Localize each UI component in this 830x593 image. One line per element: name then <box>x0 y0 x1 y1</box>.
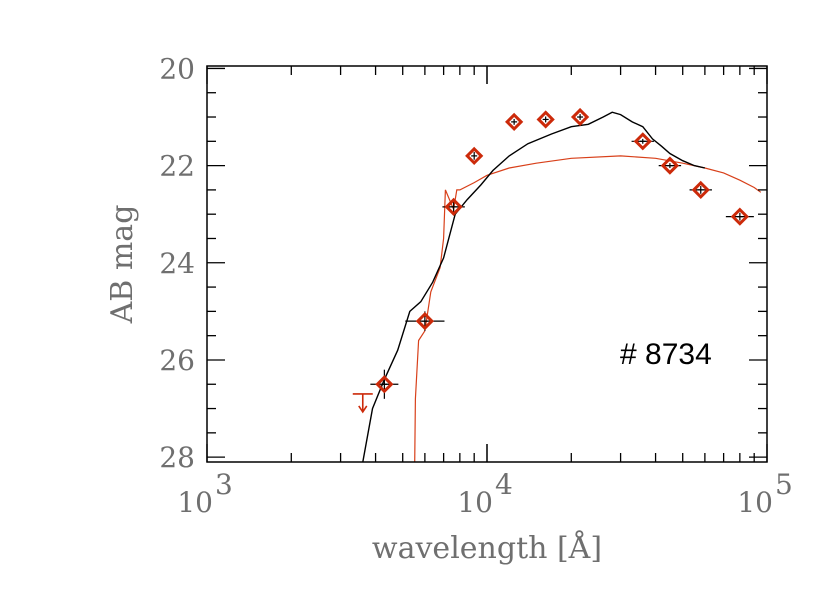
y-tick-label: 24 <box>159 247 195 280</box>
photometry-point <box>689 180 712 200</box>
diamond-marker <box>691 180 710 200</box>
x-tick-exponent: 4 <box>495 468 513 501</box>
object-id-annotation: # 8734 <box>620 338 712 371</box>
diamond-marker <box>415 311 435 331</box>
x-axis-title: wavelength [Å] <box>372 530 602 566</box>
y-tick-label: 26 <box>159 344 195 377</box>
diamond-marker <box>633 132 652 151</box>
diamond-marker <box>730 207 749 226</box>
upper-limit-arrowhead <box>358 405 368 414</box>
y-tick-label: 28 <box>159 441 195 474</box>
photometry-point <box>405 311 445 331</box>
photometry-point <box>465 146 484 166</box>
photometry-point <box>505 112 524 131</box>
photometry-point <box>536 110 555 129</box>
photometry-point <box>658 156 682 175</box>
diamond-marker <box>444 197 463 217</box>
diamond-marker <box>536 110 555 129</box>
photometry-points <box>352 107 754 414</box>
plot-frame <box>206 65 768 463</box>
axis-labels: AB mag wavelength [Å] # 8734 <box>105 205 712 566</box>
model-spectra <box>362 111 762 462</box>
diamond-marker <box>375 375 394 394</box>
model-spectrum-red <box>414 155 762 462</box>
y-tick-label: 20 <box>159 52 195 85</box>
photometry-point <box>631 132 654 151</box>
model-spectrum-black <box>362 111 706 462</box>
diamond-marker <box>570 107 590 127</box>
photometry-point <box>370 369 399 399</box>
photometry-point <box>570 107 590 127</box>
diamond-marker <box>660 156 680 175</box>
diamond-marker <box>465 146 484 166</box>
diamond-marker <box>505 112 524 131</box>
x-tick-exponent: 5 <box>775 468 793 501</box>
x-tick-label: 10 <box>177 486 213 519</box>
x-tick-label: 10 <box>457 486 493 519</box>
photometry-point <box>442 197 465 217</box>
y-tick-label: 22 <box>159 150 195 183</box>
y-axis-title: AB mag <box>105 205 140 325</box>
photometry-point <box>725 207 754 226</box>
upper-limit-marker <box>352 393 373 414</box>
x-tick-exponent: 3 <box>215 468 233 501</box>
x-tick-label: 10 <box>737 486 773 519</box>
